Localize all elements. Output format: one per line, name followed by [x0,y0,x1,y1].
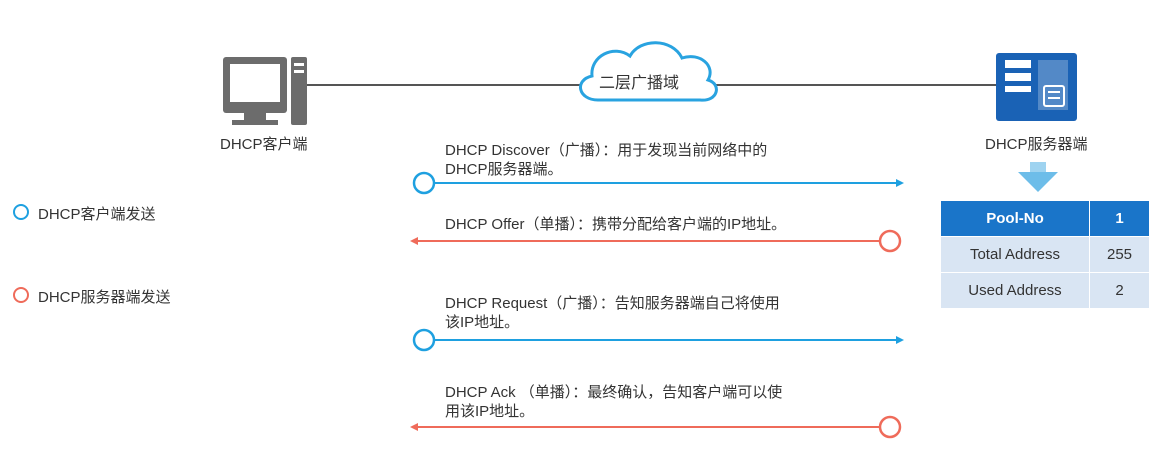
offer-message-line1: DHCP Offer（单播）：携带分配给客户端的IP地址。 [445,216,787,233]
table-header-row: Pool-No 1 [940,200,1150,237]
address-pool-table: Pool-No 1 Total Address 255 Used Address… [940,200,1150,309]
table-header-cell: 1 [1089,200,1150,237]
table-cell: Total Address [940,236,1090,273]
request-arrow [412,328,904,352]
client-computer-icon [223,57,307,125]
table-row: Used Address 2 [940,272,1150,309]
cloud-label: 二层广播域 [599,75,680,92]
table-cell: Used Address [940,272,1090,309]
offer-arrow [410,229,902,253]
discover-message-line2: DHCP服务器端。 [445,161,563,178]
server-icon [996,53,1077,121]
request-message: DHCP Request（广播）：告知服务器端自己将使用 该IP地址。 [445,294,780,332]
legend-client-circle-icon [13,204,29,220]
table-cell: 255 [1089,236,1150,273]
offer-message: DHCP Offer（单播）：携带分配给客户端的IP地址。 [445,215,786,234]
legend-server-circle-icon [13,287,29,303]
ack-message-line2: 用该IP地址。 [445,403,535,420]
table-cell: 2 [1089,272,1150,309]
request-message-line1: DHCP Request（广播）：告知服务器端自己将使用 [445,295,780,312]
server-label: DHCP服务器端 [985,136,1088,153]
cloud-icon [579,41,718,102]
table-header-cell: Pool-No [940,200,1090,237]
ack-arrow [410,415,902,439]
legend-client-label: DHCP客户端发送 [38,206,156,223]
down-arrow-icon [1018,162,1058,192]
discover-message: DHCP Discover（广播）：用于发现当前网络中的 DHCP服务器端。 [445,141,767,179]
client-label: DHCP客户端 [220,136,308,153]
table-row: Total Address 255 [940,236,1150,273]
discover-arrow [412,171,904,195]
discover-message-line1: DHCP Discover（广播）：用于发现当前网络中的 [445,142,768,159]
ack-message-line1: DHCP Ack （单播）：最终确认，告知客户端可以使 [445,384,783,401]
request-message-line2: 该IP地址。 [445,314,520,331]
ack-message: DHCP Ack （单播）：最终确认，告知客户端可以使 用该IP地址。 [445,383,782,421]
legend-server-label: DHCP服务器端发送 [38,289,171,306]
